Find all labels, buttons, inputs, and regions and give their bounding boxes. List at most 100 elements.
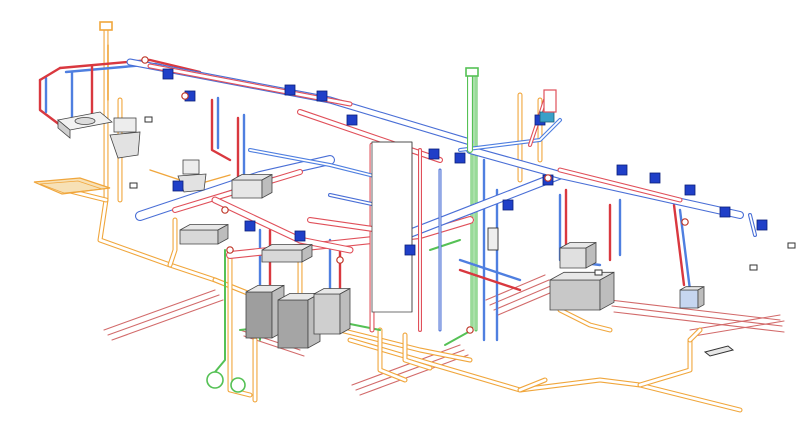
floor-heating-run-9	[497, 289, 558, 316]
floor-heating-run-12	[613, 311, 785, 333]
bathtub-icon	[231, 173, 273, 199]
floor-heating-run-11	[611, 305, 783, 327]
fitting-connector-15	[172, 180, 184, 192]
toilet-2-icon	[177, 159, 207, 193]
drain-pipe-9	[687, 327, 703, 343]
expansion-tank-icon	[559, 241, 597, 269]
valve-icon-0	[141, 56, 149, 64]
air-duct-15	[307, 217, 383, 233]
drain-pipe-7	[517, 377, 548, 393]
floor-heating-run-1-outline	[107, 294, 220, 336]
water-pipe-16-outline	[672, 203, 686, 287]
fitting-connector-14	[756, 219, 768, 231]
drain-pipe-8-core	[638, 338, 692, 387]
shower-tray-inner	[39, 180, 103, 194]
bathtub-icon-front	[231, 179, 263, 199]
water-pipe-23-outline	[458, 258, 522, 282]
storage-tank-icon-front	[313, 293, 341, 335]
expansion-tank-icon-side	[585, 241, 597, 269]
floor-heating-run-10-outline	[609, 299, 781, 321]
gas-pipe-4-outline	[214, 249, 226, 373]
floor-heating-run-3	[351, 344, 461, 386]
damper-icon	[539, 111, 555, 123]
drain-pipe-11-core	[378, 328, 407, 382]
floor-heating-run-12-outline	[613, 311, 785, 333]
fitting-connector-0	[162, 68, 174, 80]
floor-heating-run-13	[689, 314, 781, 331]
washbasin-bowl	[74, 117, 96, 125]
fitting-connector-18	[454, 152, 466, 164]
pump-icon-front	[679, 289, 699, 309]
air-handler-unit-icon-side	[217, 223, 229, 245]
fixtures-layer	[33, 111, 705, 349]
storage-tank-icon-side	[339, 287, 351, 335]
floor-heating-run-11-outline	[611, 305, 783, 327]
drain-pipe-7-core	[518, 378, 547, 392]
water-pipe-7-outline	[210, 98, 232, 162]
boiler-icon-front	[245, 291, 273, 339]
air-duct-13	[248, 148, 392, 182]
shaft-column-icon-front	[371, 141, 413, 313]
ductwork-layer	[126, 58, 757, 333]
gas-pipe-4	[214, 249, 226, 373]
valve-icon-5	[544, 174, 552, 182]
gas-pipe-6-outline	[429, 239, 461, 251]
valve-icon-2	[221, 206, 229, 214]
drain-pipe-15	[557, 307, 613, 333]
fitting-connector-4	[346, 114, 358, 126]
drain-pipe-11	[377, 327, 408, 383]
floor-heating-run-5	[359, 354, 469, 396]
water-tank-icon-front	[549, 279, 601, 311]
drain-pipe-8	[637, 337, 693, 388]
air-duct-13-core	[249, 149, 391, 181]
water-pipe-16	[672, 203, 686, 287]
air-duct-18-core	[749, 214, 756, 236]
floor-heating-layer	[103, 274, 785, 396]
gas-riser-cap-icon	[465, 67, 479, 77]
air-handler-unit-icon	[179, 223, 229, 245]
air-duct-8	[557, 167, 683, 203]
drain-pipe-4-core	[228, 248, 252, 397]
floor-heating-run-2-outline	[111, 299, 224, 341]
washbasin-icon	[57, 111, 113, 139]
fitting-connector-13	[719, 206, 731, 218]
washbasin-side	[57, 119, 71, 139]
toilet-icon	[109, 117, 141, 159]
fitting-connector-6	[404, 244, 416, 256]
fittings-layer	[99, 21, 796, 357]
valve-icon-1	[181, 92, 189, 100]
shower-tray-icon	[33, 177, 111, 195]
air-handler-unit-2-icon	[261, 243, 313, 263]
floor-heating-run-5-outline	[359, 354, 469, 396]
floor-heating-run-14-outline	[693, 320, 785, 337]
valve-icon-4	[226, 246, 234, 254]
floor-heating-run-3-outline	[351, 344, 461, 386]
expansion-tank-icon-front	[559, 247, 587, 269]
drain-pipe-10	[402, 332, 433, 371]
drain-pipe-2	[167, 217, 178, 268]
air-duct-9	[458, 118, 562, 152]
water-heater-icon-front	[277, 299, 309, 349]
water-pipe-0	[38, 78, 62, 127]
pump-icon	[679, 286, 705, 309]
water-pipe-24	[458, 268, 522, 292]
floor-heating-run-9-outline	[497, 289, 558, 316]
valve-icon-3	[336, 256, 344, 264]
fitting-connector-7	[502, 199, 514, 211]
wall-outlet-icon-4	[594, 269, 603, 276]
floor-heating-run-0	[103, 289, 216, 331]
floor-heating-run-13-outline	[689, 314, 781, 331]
fitting-connector-10	[616, 164, 628, 176]
drain-pipe-9-core	[688, 328, 702, 342]
drain-pipe-15-core	[558, 308, 612, 332]
air-handler-unit-2-icon-front	[261, 249, 303, 263]
water-tank-icon	[549, 271, 615, 311]
fitting-connector-11	[649, 172, 661, 184]
floor-heating-run-7	[489, 279, 550, 306]
wall-outlet-icon-3	[787, 242, 796, 249]
drain-pipe-4	[227, 247, 253, 398]
shaft-column-icon	[371, 141, 413, 313]
vent-cap-icon	[99, 21, 113, 31]
